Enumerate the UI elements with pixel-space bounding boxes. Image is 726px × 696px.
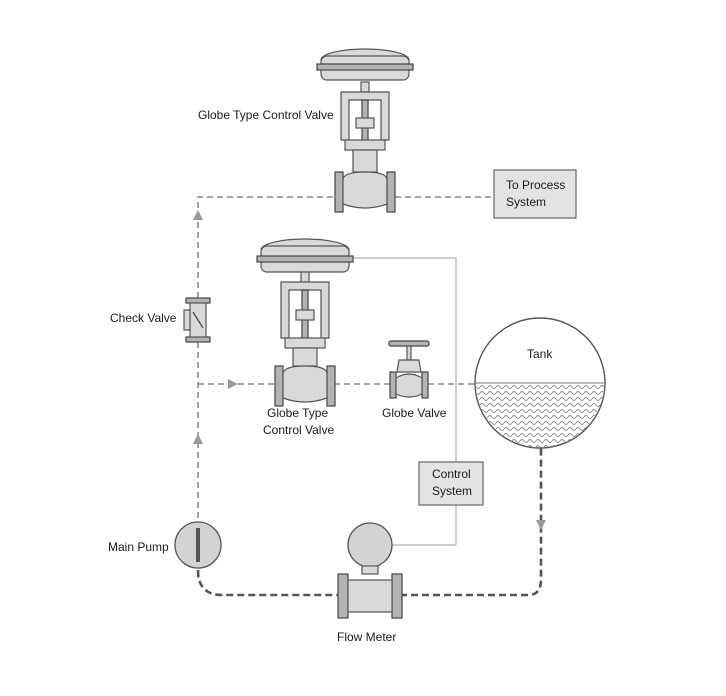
control-system-box (418, 461, 484, 506)
pipe-bottom-loop (196, 448, 543, 597)
label-to-process-line2: System (506, 195, 546, 209)
label-to-process-line1: To Process (506, 178, 565, 192)
pump-icon (174, 521, 222, 569)
label-globe-top: Globe Type Control Valve (198, 108, 334, 122)
label-tank: Tank (527, 347, 553, 361)
piping (196, 196, 543, 597)
pipe-to-process (197, 196, 494, 578)
signal-lines (352, 257, 457, 546)
globe-control-valve-icon (316, 48, 414, 213)
globe-valve-icon (388, 340, 430, 399)
signal-line-meter-to-control (392, 505, 457, 546)
signal-line-control-to-valve (352, 257, 457, 462)
label-globe-valve: Globe Valve (382, 406, 447, 420)
arrow-up-lower (193, 434, 203, 444)
label-main-pump: Main Pump (108, 540, 169, 554)
label-flow-meter: Flow Meter (337, 630, 396, 644)
label-control-line2: System (432, 484, 472, 498)
flow-meter-icon (337, 522, 403, 619)
label-globe-mid-line1: Globe Type (267, 406, 328, 420)
check-valve-icon (183, 297, 211, 343)
arrow-up-upper (193, 210, 203, 220)
globe-control-valve-icon (256, 238, 354, 407)
arrow-right-middle (228, 379, 238, 389)
arrow-down-tank (536, 520, 546, 530)
label-check-valve: Check Valve (110, 311, 177, 325)
tank-icon (474, 317, 606, 449)
labels: Globe Type Control Valve To Process Syst… (108, 108, 565, 644)
to-process-box (493, 169, 577, 219)
label-control-line1: Control (432, 467, 471, 481)
label-globe-mid-line2: Control Valve (263, 423, 334, 437)
flow-arrows (193, 210, 546, 530)
